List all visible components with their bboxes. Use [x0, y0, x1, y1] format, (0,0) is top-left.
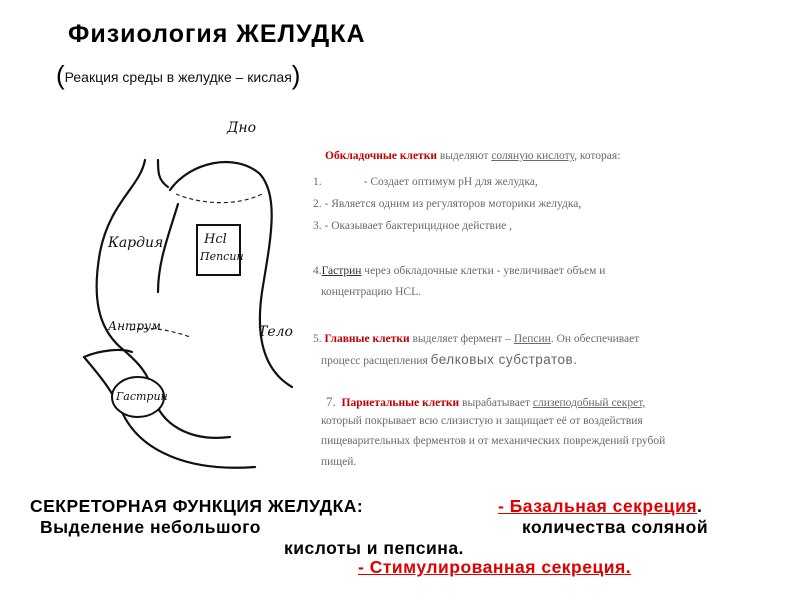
fact-chief-cells: 5. Главные клетки выделяет фермент – Пеп… [313, 333, 639, 345]
stomach-inner-outline [95, 158, 232, 439]
fact-7-num: 7. [326, 394, 336, 409]
fact-1-link: соляную кислоту [491, 150, 575, 162]
fact-5-tail: . Он обеспечивает [550, 333, 640, 345]
fact-5-title: Главные клетки [321, 333, 410, 345]
fact-4-num: 4. [313, 265, 322, 277]
fact-4-text: через обкладочные клетки - увеличивает о… [361, 265, 606, 277]
fact-7-link: слизеподобный секрет, [532, 397, 646, 409]
subtitle-text: Реакция среды в желудке – кислая [64, 69, 292, 85]
fact-parietal-acid: Обкладочные клетки выделяют соляную кисл… [325, 150, 620, 162]
fact-sub-1: 1. - Создает оптимум рН для желудка, [313, 176, 538, 188]
pylorus-bend [82, 348, 134, 359]
fact-parietal-mucus: 7. Париетальные клетки вырабатывает слиз… [326, 394, 645, 410]
stomach-outer-outline [168, 160, 294, 389]
label-telo: Тело [258, 324, 293, 340]
fact-sub-2: 2. - Является одним из регуляторов мотор… [313, 198, 581, 210]
fact-sub-2-text: - Является одним из регуляторов моторики… [321, 198, 582, 210]
fact-5-link: Пепсин [513, 333, 551, 345]
stimulated-secretion-label: - Стимулированная секреция. [358, 557, 632, 577]
fact-7-mid: вырабатывает [459, 397, 533, 409]
page-title: Физиология ЖЕЛУДКА [68, 20, 366, 48]
subtitle-close-paren: ) [291, 60, 301, 90]
secretion-desc-part1: Выделение небольшого [40, 517, 261, 537]
subtitle-open-paren: ( [56, 60, 65, 90]
fact-1-mid: выделяют [436, 150, 492, 162]
fundus-boundary [175, 193, 263, 204]
antrum-boundary [129, 327, 191, 338]
stomach-drawing [82, 158, 294, 469]
fact-sub-3: 3. - Оказывает бактерицидное действие , [313, 220, 512, 232]
esophagus-right-wall [156, 158, 170, 189]
secretory-function-heading: СЕКРЕТОРНАЯ ФУНКЦИЯ ЖЕЛУДКА: [30, 496, 364, 516]
fact-7-line2: который покрывает всю слизистую и защища… [321, 415, 643, 427]
stomach-diagram: Дно Кардия Hcl Пепсин Антрум Тело Гастри… [40, 112, 310, 472]
fact-5-line2b: белковых субстратов. [430, 352, 578, 367]
basal-secretion: - Базальная секреция. [498, 496, 702, 517]
fact-5-line2a: процесс расщепления [321, 355, 431, 367]
pylorus-outline [82, 355, 257, 469]
cardia-line [156, 202, 180, 294]
fact-sub-1-text: - Создает оптимум рН для желудка, [363, 176, 538, 188]
fact-sub-3-text: - Оказывает бактерицидное действие , [321, 220, 512, 232]
page-subtitle: (Реакция среды в желудке – кислая) [56, 60, 300, 91]
gastrin-oval [111, 376, 165, 418]
fact-4-link: Гастрин [321, 265, 362, 277]
label-pepsin: Пепсин [200, 250, 244, 263]
fact-7-line3: пищеварительных ферментов и от механичес… [321, 435, 666, 447]
fact-1-title: Обкладочные клетки [325, 150, 437, 162]
label-gastrin: Гастрин [116, 390, 168, 403]
secretion-desc-part2: количества соляной [522, 517, 709, 537]
fact-5-mid: выделяет фермент – [409, 333, 514, 345]
hcl-pepsin-box [196, 224, 241, 276]
fact-1-tail: , которая: [574, 150, 621, 162]
label-dno: Дно [227, 120, 257, 136]
basal-secretion-label: - Базальная секреция [498, 496, 698, 516]
fact-5-num: 5. [313, 333, 322, 345]
fact-chief-cells-line2: процесс расщепления белковых субстратов. [321, 352, 577, 367]
fact-sub-3-num: 3. [313, 220, 322, 232]
label-hcl: Hcl [204, 232, 227, 247]
fact-sub-1-num: 1. [313, 176, 322, 188]
fact-sub-2-num: 2. [313, 198, 322, 210]
basal-secretion-dot: . [697, 496, 703, 516]
fact-gastrin: 4.Гастрин через обкладочные клетки - уве… [313, 265, 605, 277]
secretion-desc-part3: кислоты и пепсина. [284, 538, 464, 558]
fact-7-line4: пищей. [321, 456, 357, 468]
label-kardiya: Кардия [108, 235, 164, 251]
fact-7-title: Париетальные клетки [341, 397, 460, 409]
fact-gastrin-line2: концентрацию HCL. [321, 286, 421, 298]
stimulated-secretion: - Стимулированная секреция. [358, 557, 631, 578]
label-antrum: Антрум [108, 319, 161, 333]
